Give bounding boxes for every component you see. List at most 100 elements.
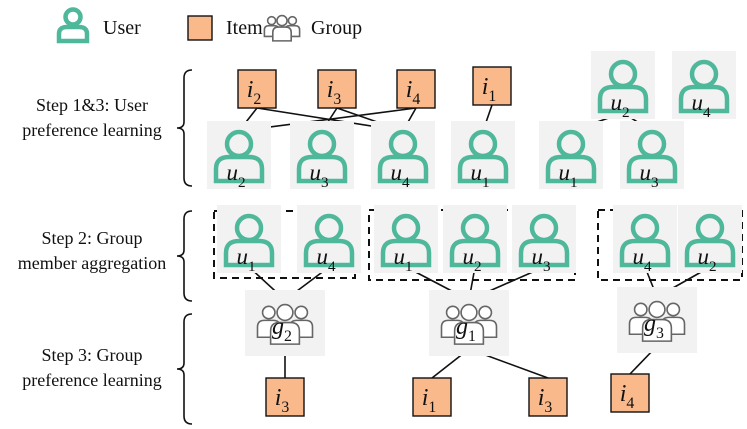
item-square-icon xyxy=(528,377,568,417)
node-symbol: u xyxy=(610,90,622,115)
user-node-u3: u3 xyxy=(512,205,576,275)
curly-brace xyxy=(176,210,193,302)
user-node-u2: u2 xyxy=(443,205,507,275)
node-symbol: u xyxy=(390,160,402,185)
step-3-label: Step 3: Group preference learning xyxy=(22,313,193,425)
node-subscript: 2 xyxy=(709,258,717,275)
step-2-label: Step 2: Group member aggregation xyxy=(18,210,193,302)
node-symbol: i xyxy=(247,77,254,103)
curly-brace xyxy=(176,69,193,187)
node-symbol: u xyxy=(462,244,474,269)
node-subscript: 3 xyxy=(281,399,289,416)
item-square-icon xyxy=(412,377,452,417)
node-symbol: i xyxy=(538,385,545,411)
curly-brace xyxy=(176,313,193,425)
user-node-u4: u4 xyxy=(297,205,361,275)
item-node-i4: i4 xyxy=(610,373,650,413)
item-node-i3: i3 xyxy=(528,377,568,417)
node-subscript: 3 xyxy=(651,174,659,191)
node-subscript: 1 xyxy=(468,328,476,345)
node-symbol: g xyxy=(644,311,656,337)
group-icon xyxy=(263,14,301,42)
node-subscript: 1 xyxy=(428,399,436,416)
node-subscript: 2 xyxy=(238,174,246,191)
user-node-u2: u2 xyxy=(678,205,742,275)
user-icon xyxy=(678,59,730,114)
node-symbol: i xyxy=(482,74,489,100)
node-label-m2_u3: u3 xyxy=(531,244,550,275)
node-label-a_i4: i4 xyxy=(406,77,421,108)
step-label-line: Step 2: Group xyxy=(42,228,143,248)
node-label-m2_u1: u1 xyxy=(393,244,412,275)
item-square-icon xyxy=(396,69,436,109)
node-subscript: 3 xyxy=(321,174,329,191)
node-subscript: 2 xyxy=(622,104,630,121)
user-node-u2: u2 xyxy=(591,51,655,121)
node-symbol: u xyxy=(558,160,570,185)
step-label-line: preference learning xyxy=(22,120,161,140)
group-icon xyxy=(440,303,498,345)
user-icon xyxy=(684,213,736,268)
node-symbol: u xyxy=(691,90,703,115)
node-symbol: u xyxy=(697,244,709,269)
user-node-u4: u4 xyxy=(672,51,736,121)
user-node-u1: u1 xyxy=(374,205,438,275)
node-subscript: 4 xyxy=(328,258,336,275)
step-label-line: preference learning xyxy=(22,370,161,390)
item-square-icon xyxy=(237,69,277,109)
node-symbol: u xyxy=(470,160,482,185)
legend-entry-item: Item xyxy=(187,15,263,41)
node-label-b_u2: u2 xyxy=(610,90,629,121)
node-label-a_u1: u1 xyxy=(470,160,489,191)
node-subscript: 1 xyxy=(488,88,496,105)
legend-entry-user: User xyxy=(56,7,141,44)
node-label-c_i1: i1 xyxy=(422,385,437,416)
node-symbol: u xyxy=(226,160,238,185)
step-label-line: Step 3: Group xyxy=(42,345,143,365)
node-subscript: 3 xyxy=(544,399,552,416)
item-node-i3: i3 xyxy=(317,69,357,109)
item-node-i4: i4 xyxy=(396,69,436,109)
user-icon xyxy=(597,59,649,114)
node-label-m1_u1: u1 xyxy=(236,244,255,275)
node-symbol: g xyxy=(272,314,284,340)
user-icon xyxy=(303,213,355,268)
user-node-u3: u3 xyxy=(290,121,354,191)
item-node-i1: i1 xyxy=(412,377,452,417)
user-node-u4: u4 xyxy=(371,121,435,191)
node-symbol: u xyxy=(393,244,405,269)
user-node-u1: u1 xyxy=(539,121,603,191)
node-subscript: 2 xyxy=(474,258,482,275)
user-icon xyxy=(449,213,501,268)
node-subscript: 3 xyxy=(656,325,664,342)
user-icon xyxy=(377,129,429,184)
user-icon xyxy=(213,129,265,184)
item-node-i1: i1 xyxy=(472,66,512,106)
node-subscript: 2 xyxy=(253,91,261,108)
group-node-g1: g1 xyxy=(429,290,509,356)
user-node-u2: u2 xyxy=(207,121,271,191)
node-label-c_i4: i4 xyxy=(620,381,635,412)
user-icon xyxy=(296,129,348,184)
user-icon xyxy=(223,213,275,268)
node-label-a_u3: u3 xyxy=(309,160,328,191)
node-label-g1: g1 xyxy=(456,314,476,345)
user-icon xyxy=(380,213,432,268)
legend-label-group: Group xyxy=(311,17,362,39)
node-label-a_u4: u4 xyxy=(390,160,410,191)
node-label-c_i3a: i3 xyxy=(275,385,290,416)
node-symbol: i xyxy=(275,385,282,411)
node-subscript: 4 xyxy=(412,91,420,108)
node-subscript: 1 xyxy=(482,174,490,191)
step-label-line: member aggregation xyxy=(18,253,166,273)
node-label-a_i1: i1 xyxy=(482,74,497,105)
node-subscript: 4 xyxy=(402,174,410,191)
group-node-g3: g3 xyxy=(617,287,697,353)
node-subscript: 1 xyxy=(248,258,256,275)
node-label-m3_u2: u2 xyxy=(697,244,716,275)
node-label-g3: g3 xyxy=(644,311,664,342)
node-symbol: u xyxy=(639,160,651,185)
